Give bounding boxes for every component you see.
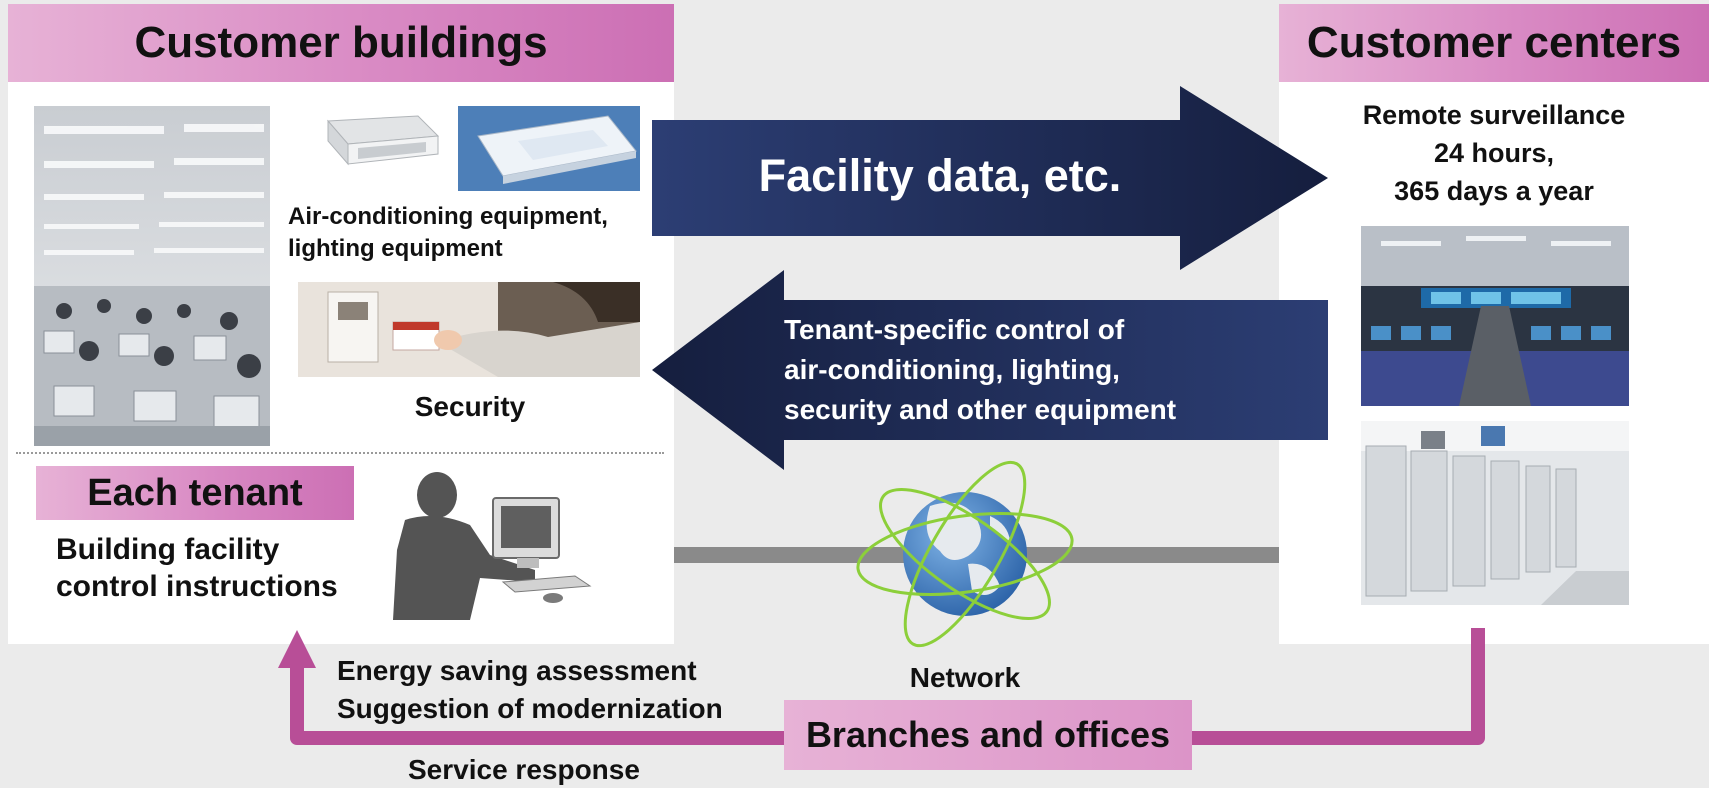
modernization-label: Suggestion of modernization [337, 693, 723, 724]
control-room-photo [1361, 226, 1629, 406]
surveillance-line2: 24 hours, [1433, 138, 1555, 168]
surveillance-line1: Remote surveillance [1362, 100, 1626, 130]
tenant-control-arrow [652, 270, 1328, 470]
security-photo [298, 282, 640, 377]
facility-data-label: Facility data, etc. [758, 150, 1122, 201]
lighting-photo [458, 106, 640, 191]
instructions-line1: Building facility [56, 533, 280, 566]
equipment-label-line2: lighting equipment [288, 235, 503, 262]
section-divider [16, 452, 664, 454]
security-label: Security [414, 391, 526, 422]
office-photo [34, 106, 270, 446]
tenant-control-line1: Tenant-specific control of [784, 314, 1125, 345]
tenant-control-line2: air-conditioning, lighting, [784, 354, 1120, 385]
instructions-line2: control instructions [56, 570, 338, 603]
air-conditioner-photo [298, 106, 448, 191]
customer-centers-title: Customer centers [1279, 4, 1709, 82]
energy-saving-label: Energy saving assessment [337, 655, 697, 686]
branches-title: Branches and offices [784, 700, 1192, 770]
surveillance-line3: 365 days a year [1394, 176, 1594, 206]
tenant-control-line3: security and other equipment [784, 394, 1177, 425]
customer-buildings-title: Customer buildings [8, 4, 674, 82]
network-label: Network [909, 662, 1021, 693]
service-response-label: Service response [408, 754, 640, 785]
server-room-photo [1361, 421, 1629, 605]
each-tenant-title: Each tenant [36, 466, 354, 520]
facility-data-arrow [652, 86, 1328, 270]
network-globe-icon [856, 460, 1074, 648]
equipment-label-line1: Air-conditioning equipment, [288, 203, 608, 230]
person-at-computer-icon [385, 470, 605, 620]
